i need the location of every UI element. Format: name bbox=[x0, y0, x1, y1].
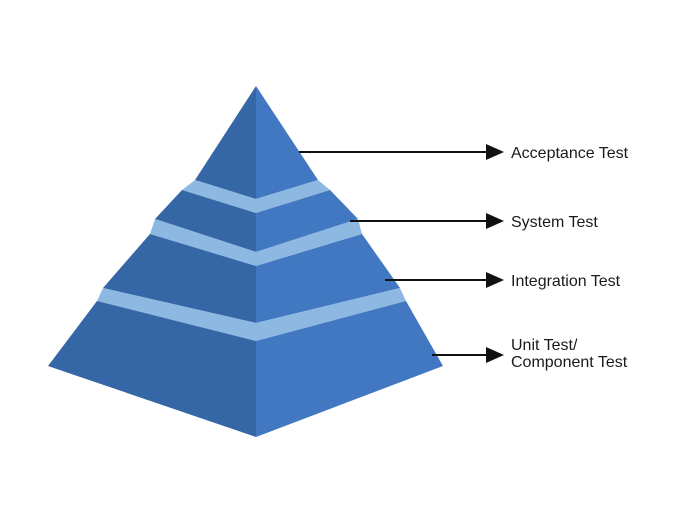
pyramid-level-acceptance-left-face bbox=[195, 86, 256, 199]
pyramid-level-unit-left-face bbox=[48, 301, 256, 437]
pyramid bbox=[48, 86, 443, 437]
arrow-integration bbox=[385, 272, 504, 288]
connector-arrows bbox=[299, 144, 504, 363]
level-labels: Acceptance Test System Test Integration … bbox=[511, 145, 629, 371]
arrow-system bbox=[350, 213, 504, 229]
label-integration-test: Integration Test bbox=[511, 273, 621, 290]
pyramid-band-2 bbox=[150, 219, 362, 266]
pyramid-level-acceptance-right-face bbox=[256, 86, 318, 199]
pyramid-band-3 bbox=[97, 288, 406, 341]
pyramid-level-unit-right-face bbox=[256, 301, 443, 437]
label-system-test: System Test bbox=[511, 214, 598, 231]
pyramid-level-integration-left-face bbox=[103, 234, 256, 323]
pyramid-level-system-right-face bbox=[256, 190, 358, 252]
label-unit-test-line-2: Component Test bbox=[511, 354, 628, 371]
pyramid-band-1 bbox=[182, 180, 330, 213]
pyramid-level-integration-right-face bbox=[256, 234, 400, 323]
arrow-acceptance bbox=[299, 144, 504, 160]
label-acceptance-test: Acceptance Test bbox=[511, 145, 629, 162]
label-unit-test-line-1: Unit Test/ bbox=[511, 337, 578, 354]
arrow-unit bbox=[432, 347, 504, 363]
pyramid-level-system-left-face bbox=[155, 190, 256, 252]
